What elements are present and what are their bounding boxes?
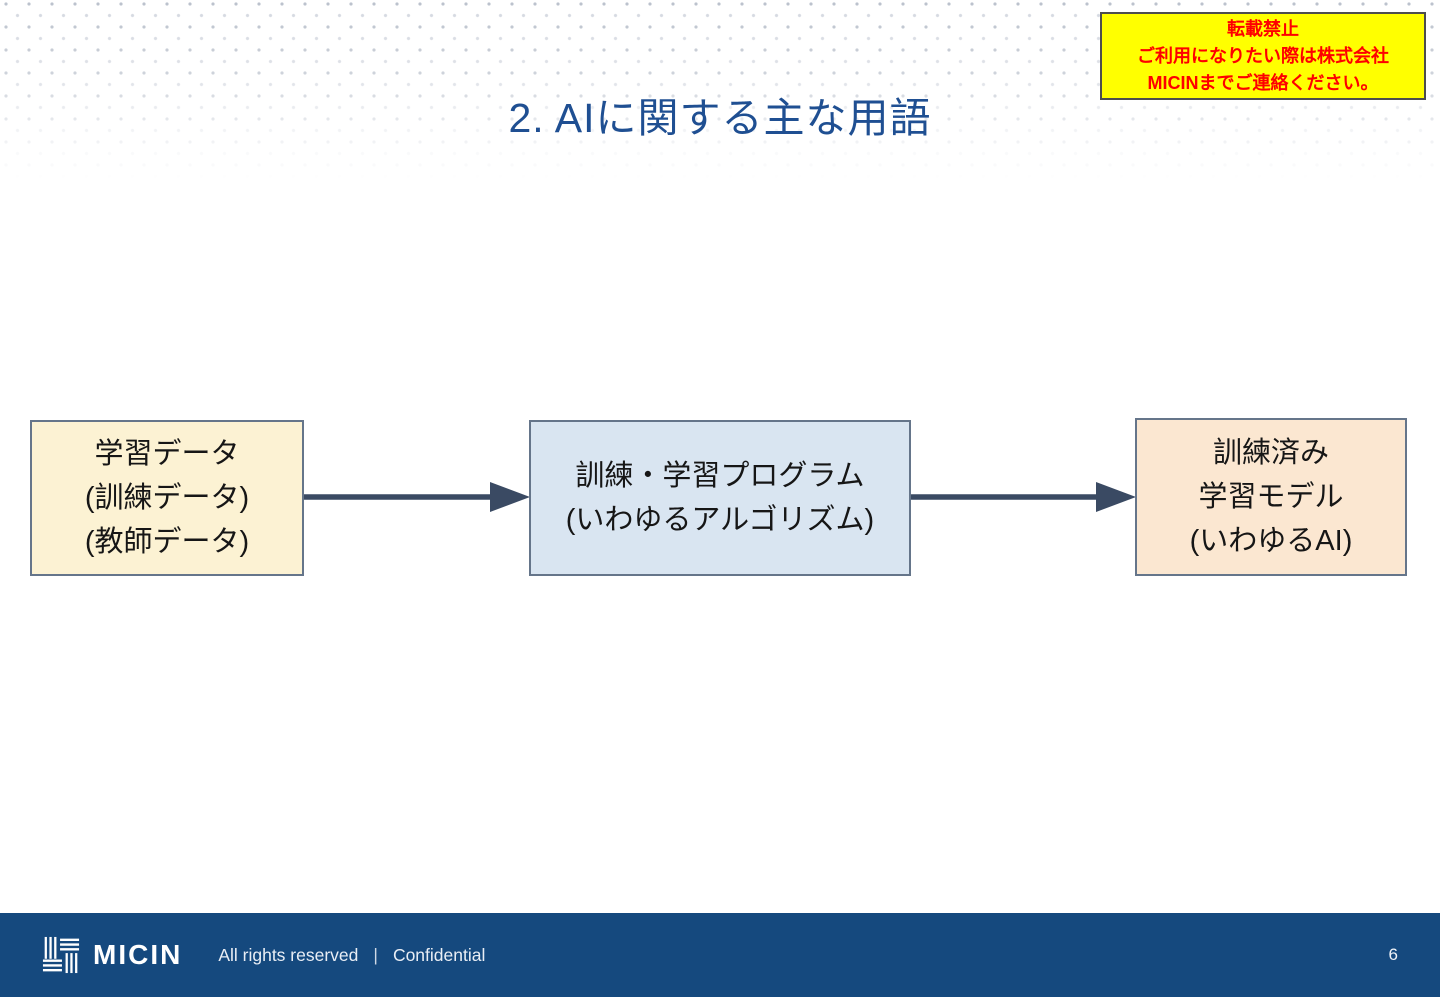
box-training-program: 訓練・学習プログラム (いわゆるアルゴリズム) (529, 420, 911, 576)
rights-text: All rights reserved (218, 944, 359, 965)
box-trained-model-line-3: (いわゆるAI) (1189, 525, 1353, 557)
page-number: 6 (1388, 945, 1398, 964)
notice-line-1: 転載禁止 (1227, 18, 1299, 39)
box-training-data-line-2: (訓練データ) (84, 482, 250, 514)
box-training-data: 学習データ (訓練データ) (教師データ) (30, 420, 304, 576)
box-trained-model-line-1: 訓練済み (1212, 437, 1329, 469)
copyright-notice: 転載禁止 ご利用になりたい際は株式会社 MICINまでご連絡ください。 (1100, 12, 1426, 100)
footer-separator: | (373, 944, 378, 965)
box-trained-model: 訓練済み 学習モデル (いわゆるAI) (1135, 418, 1407, 576)
box-training-data-line-1: 学習データ (94, 438, 240, 470)
flow-arrow-1-icon (304, 482, 530, 512)
box-training-program-line-1: 訓練・学習プログラム (575, 460, 865, 492)
footer-legal-text: All rights reserved | Confidential (218, 945, 485, 966)
box-training-data-line-3: (教師データ) (84, 526, 250, 558)
slide-title: 2. AIに関する主な用語 (508, 95, 932, 141)
box-trained-model-line-2: 学習モデル (1198, 481, 1344, 513)
notice-line-3: MICINまでご連絡ください。 (1147, 72, 1379, 93)
micin-logo-icon (42, 936, 80, 974)
notice-line-2: ご利用になりたい際は株式会社 (1137, 45, 1389, 66)
brand-name: MICIN (93, 939, 183, 970)
confidential-text: Confidential (392, 944, 486, 965)
flow-arrow-2-icon (911, 482, 1136, 512)
box-training-program-line-2: (いわゆるアルゴリズム) (565, 504, 875, 536)
footer-bar: MICIN All rights reserved | Confidential… (0, 913, 1440, 997)
